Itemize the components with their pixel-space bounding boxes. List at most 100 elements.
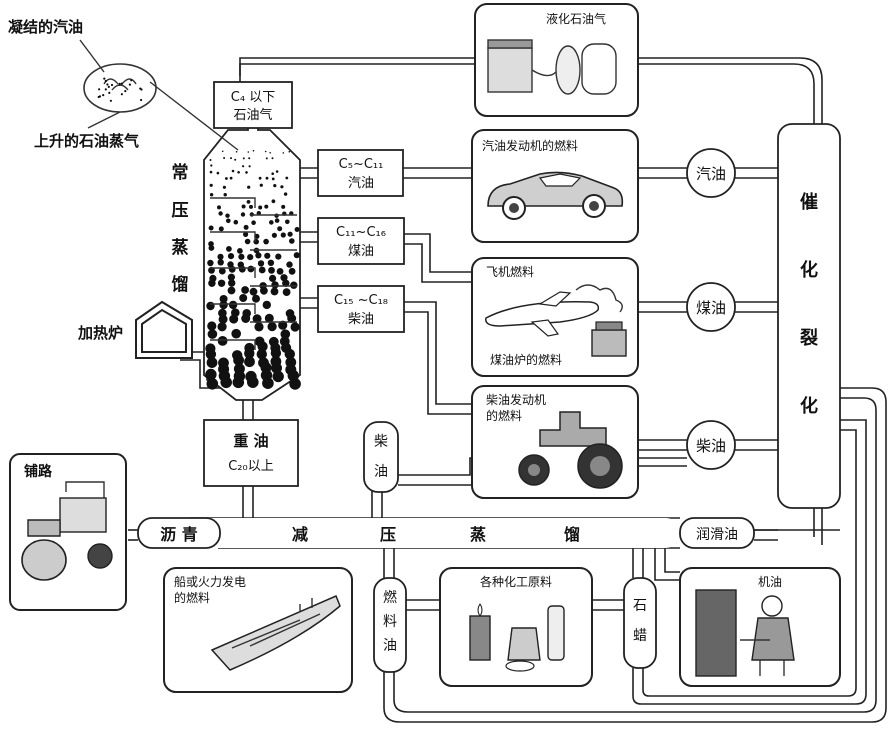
column-particle — [287, 231, 293, 237]
column-particle — [275, 170, 279, 173]
gasoline-circle-label: 汽油 — [696, 165, 726, 183]
column-particle — [245, 171, 248, 174]
lube-oil-label: 润滑油 — [696, 526, 738, 543]
kerosene-fraction-label: C₁₁~C₁₆ — [336, 225, 386, 240]
inset-particle — [104, 88, 107, 91]
inset-particle — [106, 83, 109, 86]
column-particle — [263, 238, 269, 245]
column-particle — [273, 184, 277, 188]
inset-particle — [120, 82, 123, 85]
circle-nodes: 汽油 煤油 柴油 — [686, 148, 736, 470]
column-particle — [233, 354, 245, 366]
column-particle — [218, 314, 228, 324]
column-particle — [271, 157, 274, 160]
column-particle — [269, 220, 274, 225]
inset-particle — [108, 91, 111, 94]
column-particle — [206, 357, 218, 368]
column-particle — [288, 150, 291, 153]
column-particle — [249, 204, 253, 209]
column-particle — [281, 204, 286, 209]
diesel-fraction-label: C₁₅ ~C₁₈ — [334, 293, 388, 308]
vac-diesel-char-2: 油 — [374, 464, 388, 480]
column-particle — [228, 300, 238, 310]
column-particle — [242, 165, 245, 168]
column-particle — [228, 265, 236, 273]
column-particle — [237, 248, 243, 254]
vacuum-char-1: 减 — [292, 525, 308, 544]
column-particle — [265, 157, 268, 160]
box-machine-oil: 机油 — [679, 567, 841, 687]
heater: 加热炉 — [77, 300, 193, 359]
column-particle — [282, 152, 285, 154]
vertical-pills: 柴 油 燃 料 油 石 蜡 — [363, 421, 657, 673]
column-particle — [258, 266, 266, 274]
distillation-column — [203, 109, 301, 401]
inset-particle — [104, 79, 107, 83]
vacuum-char-2: 压 — [380, 525, 396, 544]
column-particle — [252, 149, 255, 152]
box-lpg: 液化石油气 — [474, 3, 639, 117]
column-title: 常 压 蒸 馏 — [172, 162, 189, 295]
column-particle — [280, 329, 291, 340]
column-particle — [262, 300, 271, 310]
column-particle — [235, 151, 238, 153]
column-particle — [290, 281, 298, 289]
column-particle — [227, 273, 235, 281]
column-particle — [254, 322, 264, 332]
column-particle — [217, 205, 221, 210]
column-particle — [286, 261, 293, 268]
box-c4-gas: C₄ 以下 石油气 — [213, 81, 293, 129]
chemicals-label: 各种化工原料 — [480, 574, 552, 589]
column-particle — [207, 329, 218, 339]
column-particle — [248, 165, 251, 168]
heavy-oil-box: 重 油 C₂₀以上 — [203, 419, 299, 487]
column-particle — [288, 267, 296, 275]
column-particle — [271, 232, 277, 238]
column-particle — [239, 294, 248, 302]
column-particle — [230, 157, 232, 160]
ship-fuel-label-1: 船或火力发电 — [174, 574, 246, 589]
column-particle — [290, 322, 300, 332]
fuel-oil-char-1: 燃 — [383, 589, 397, 606]
column-particle — [209, 183, 213, 187]
column-particle — [219, 300, 228, 310]
column-particle — [256, 349, 267, 360]
box-gasoline-engine: 汽油发动机的燃料 — [471, 129, 639, 243]
fraction-boxes: C₅~C₁₁ 汽油 C₁₁~C₁₆ 煤油 C₁₅ ~C₁₈ 柴油 — [317, 149, 405, 333]
stove-fuel-label: 煤油炉的燃料 — [490, 352, 562, 367]
column-particle — [270, 347, 282, 359]
column-particle — [269, 274, 277, 282]
column-particle — [247, 151, 250, 153]
vac-diesel-char-1: 柴 — [374, 434, 388, 450]
column-particle — [285, 219, 290, 225]
cracking-char-4: 化 — [800, 395, 818, 417]
aircraft-fuel-label: 飞机燃料 — [486, 264, 534, 279]
column-particle — [285, 176, 289, 180]
inset-particle — [98, 88, 101, 91]
column-particle — [223, 157, 226, 159]
column-particle — [241, 286, 250, 294]
column-title-char-4: 馏 — [172, 274, 189, 295]
column-particle — [271, 172, 275, 175]
column-particle — [208, 225, 214, 231]
machine-oil-label: 机油 — [758, 575, 782, 589]
column-particle — [260, 286, 268, 295]
condensed-gasoline-label: 凝结的汽油 — [8, 18, 83, 36]
fuel-oil-char-3: 油 — [383, 638, 397, 654]
road-paving-label: 铺路 — [24, 463, 53, 480]
inset-particles — [97, 77, 143, 102]
column-title-char-3: 蒸 — [172, 238, 189, 258]
column-particle — [231, 169, 235, 173]
column-particle — [228, 279, 236, 287]
column-particle — [231, 328, 241, 339]
column-particle — [217, 322, 227, 332]
column-particle — [244, 348, 255, 359]
column-particle — [238, 253, 245, 260]
box-road-paving: 铺路 — [9, 453, 127, 611]
column-particle — [206, 301, 215, 311]
asphalt-label: 沥 青 — [160, 525, 198, 544]
column-particle — [241, 314, 251, 323]
column-particle — [226, 218, 231, 224]
column-particle — [242, 157, 245, 160]
column-particle — [272, 370, 284, 383]
